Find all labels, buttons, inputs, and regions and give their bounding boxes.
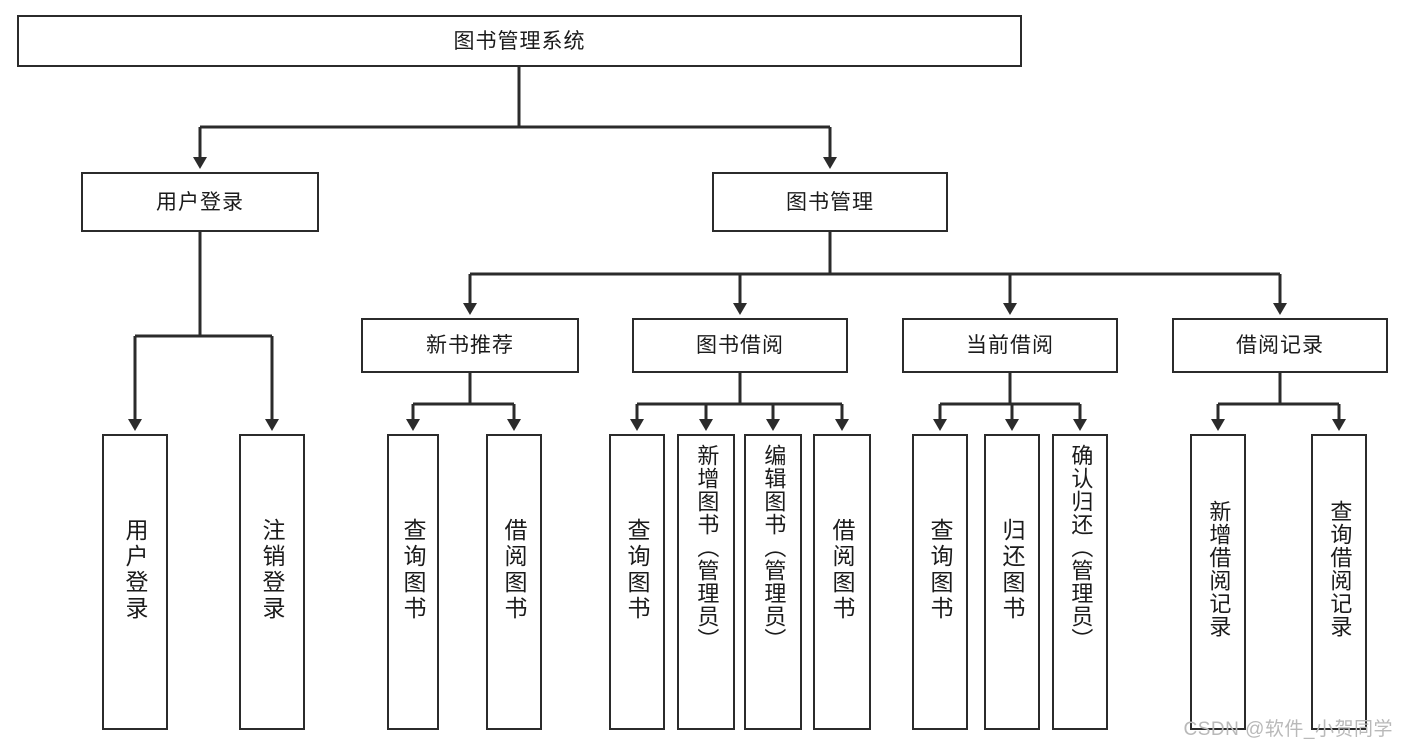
leaf-add-book-admin[interactable]: 新增图书（管理员）: [677, 434, 735, 730]
node-label: 借阅图书: [829, 518, 856, 622]
node-new-book-recommend[interactable]: 新书推荐: [361, 318, 579, 373]
node-book-management[interactable]: 图书管理: [712, 172, 948, 232]
node-label: 用户登录: [122, 518, 149, 622]
node-label: 借阅图书: [501, 518, 528, 622]
node-user-login[interactable]: 用户登录: [81, 172, 319, 232]
node-borrow-record[interactable]: 借阅记录: [1172, 318, 1388, 373]
node-label: 确认归还（管理员）: [1068, 444, 1094, 651]
node-label: 当前借阅: [966, 334, 1054, 357]
node-label: 归还图书: [999, 518, 1026, 622]
node-label: 新增借阅记录: [1206, 500, 1232, 638]
leaf-query-book-3[interactable]: 查询图书: [912, 434, 968, 730]
node-label: 注销登录: [259, 518, 286, 622]
node-label: 查询图书: [624, 518, 651, 622]
node-book-borrow[interactable]: 图书借阅: [632, 318, 848, 373]
node-label: 新增图书（管理员）: [694, 444, 720, 651]
node-label: 图书管理: [786, 190, 874, 214]
node-label: 查询借阅记录: [1327, 500, 1353, 638]
node-label: 借阅记录: [1236, 334, 1324, 357]
node-root[interactable]: 图书管理系统: [17, 15, 1022, 67]
node-label: 图书管理系统: [453, 29, 586, 53]
leaf-logout[interactable]: 注销登录: [239, 434, 305, 730]
node-label: 查询图书: [927, 518, 954, 622]
leaf-return-book[interactable]: 归还图书: [984, 434, 1040, 730]
leaf-edit-book-admin[interactable]: 编辑图书（管理员）: [744, 434, 802, 730]
csdn-watermark: CSDN @软件_小贺同学: [1183, 719, 1393, 740]
node-label: 用户登录: [156, 190, 244, 214]
node-label: 新书推荐: [426, 334, 514, 357]
leaf-borrow-book-2[interactable]: 借阅图书: [813, 434, 871, 730]
leaf-confirm-return[interactable]: 确认归还（管理员）: [1052, 434, 1108, 730]
node-label: 编辑图书（管理员）: [761, 444, 787, 651]
node-label: 图书借阅: [696, 334, 784, 357]
leaf-borrow-book-1[interactable]: 借阅图书: [486, 434, 542, 730]
leaf-add-borrow-record[interactable]: 新增借阅记录: [1190, 434, 1246, 730]
leaf-query-book-1[interactable]: 查询图书: [387, 434, 439, 730]
leaf-user-login[interactable]: 用户登录: [102, 434, 168, 730]
node-current-borrow[interactable]: 当前借阅: [902, 318, 1118, 373]
node-label: 查询图书: [400, 518, 427, 622]
leaf-query-borrow-record[interactable]: 查询借阅记录: [1311, 434, 1367, 730]
leaf-query-book-2[interactable]: 查询图书: [609, 434, 665, 730]
